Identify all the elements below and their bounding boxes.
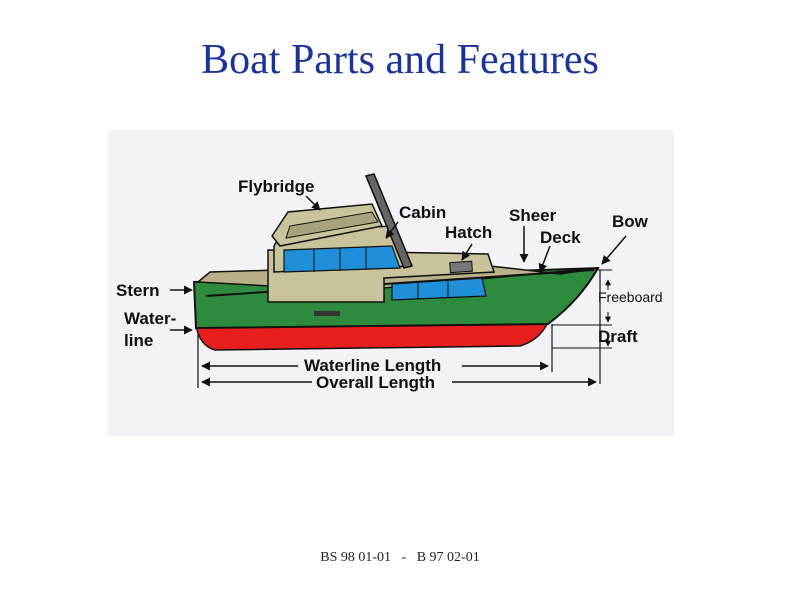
label-waterline-1: Water- bbox=[124, 309, 176, 328]
label-stern: Stern bbox=[116, 281, 159, 300]
label-sheer: Sheer bbox=[509, 206, 557, 225]
label-flybridge: Flybridge bbox=[238, 177, 315, 196]
page-title: Boat Parts and Features bbox=[201, 37, 599, 83]
label-deck: Deck bbox=[540, 228, 581, 247]
label-overall-length: Overall Length bbox=[316, 373, 435, 392]
cabin-windows-lower bbox=[391, 277, 487, 301]
label-freeboard: Freeboard bbox=[598, 289, 663, 305]
hatch bbox=[449, 260, 473, 274]
label-cabin: Cabin bbox=[399, 203, 446, 222]
label-bow: Bow bbox=[612, 212, 649, 231]
label-hatch: Hatch bbox=[445, 223, 492, 242]
label-draft: Draft bbox=[598, 327, 638, 346]
cabin-windows bbox=[283, 245, 401, 273]
hull-vent bbox=[314, 311, 340, 316]
hull-bottom bbox=[195, 321, 550, 351]
footer-reference: BS 98 01-01 - B 97 02-01 bbox=[320, 550, 480, 565]
label-waterline-length: Waterline Length bbox=[304, 356, 441, 375]
label-waterline-2: line bbox=[124, 331, 153, 350]
